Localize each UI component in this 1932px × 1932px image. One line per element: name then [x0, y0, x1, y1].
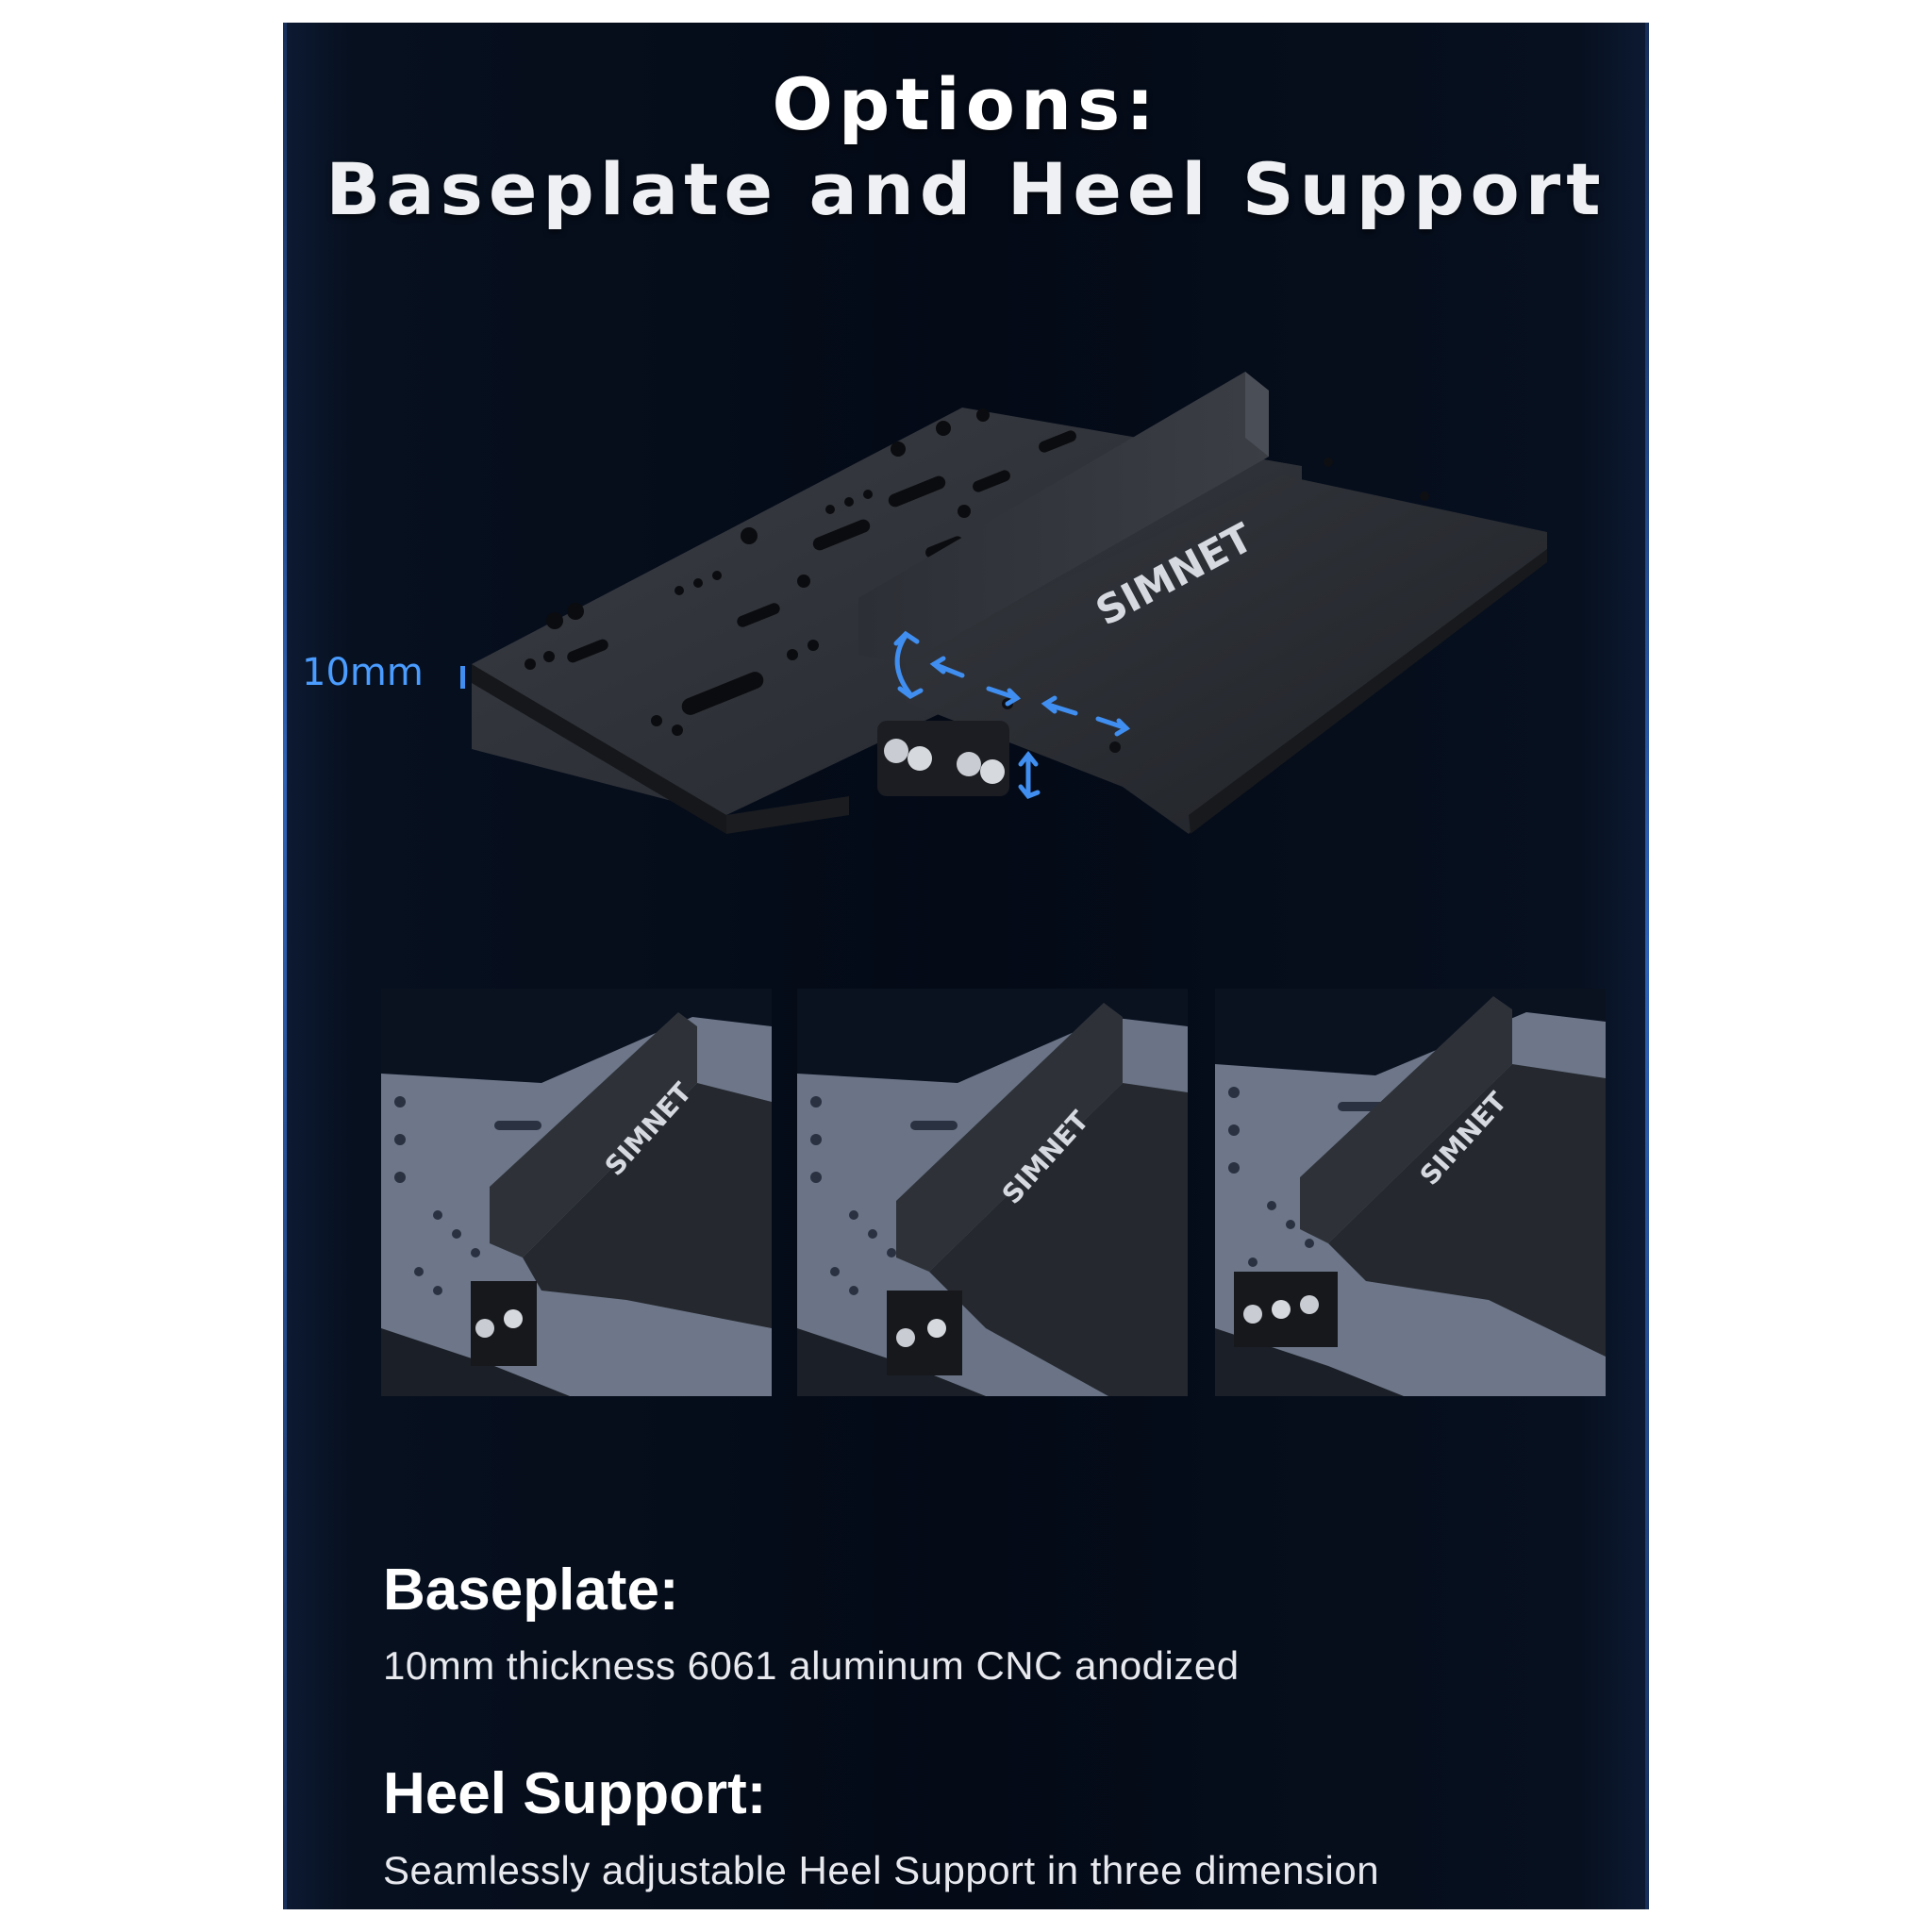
baseplate-heading: Baseplate:	[383, 1557, 679, 1623]
thickness-marker	[460, 666, 465, 689]
heel-support-heading: Heel Support:	[383, 1761, 767, 1826]
heel-support-shape: SIMNET	[858, 372, 1547, 834]
baseplate-description: 10mm thickness 6061 aluminum CNC anodize…	[383, 1643, 1240, 1688]
product-panel: Options: Baseplate and Heel Support	[283, 23, 1649, 1909]
page-title: Options:	[772, 62, 1160, 146]
thumbnail-position-2: SIMNET	[797, 989, 1188, 1396]
thumbnail-position-1: SIMNET	[381, 989, 772, 1396]
hero-product-image: SIMNET 10mm	[302, 372, 1547, 834]
page-subtitle: Baseplate and Heel Support	[325, 147, 1607, 231]
adjustment-brackets	[877, 721, 1009, 796]
thumbnail-position-3: SIMNET	[1215, 989, 1606, 1396]
adjustment-arrows-icon	[893, 630, 1131, 800]
heel-support-description: Seamlessly adjustable Heel Support in th…	[383, 1848, 1380, 1892]
thickness-label: 10mm	[302, 651, 424, 694]
